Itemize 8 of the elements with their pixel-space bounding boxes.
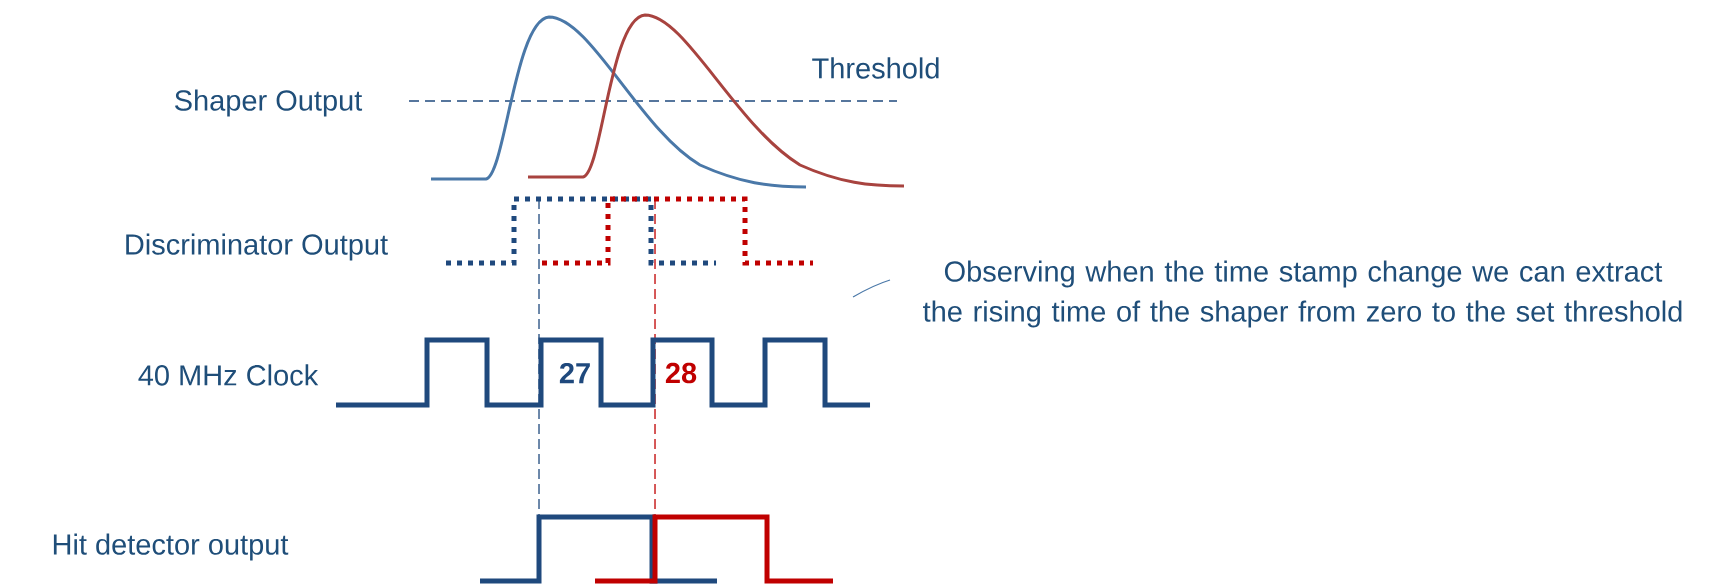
signal-label: Hit detector output <box>53 533 289 561</box>
signal-label: Discriminator Output <box>126 233 388 261</box>
signal-label: Shaper Output <box>175 89 363 117</box>
note-text: Observing when the time stamp change we can extract the rising time of the shaper from zero to the set threshold <box>923 260 1682 328</box>
signal-label: 40 MHz Clock <box>138 364 319 386</box>
clock-number: 27 <box>559 362 590 384</box>
threshold-label: Threshold <box>812 57 939 79</box>
clock-number: 28 <box>665 362 697 384</box>
